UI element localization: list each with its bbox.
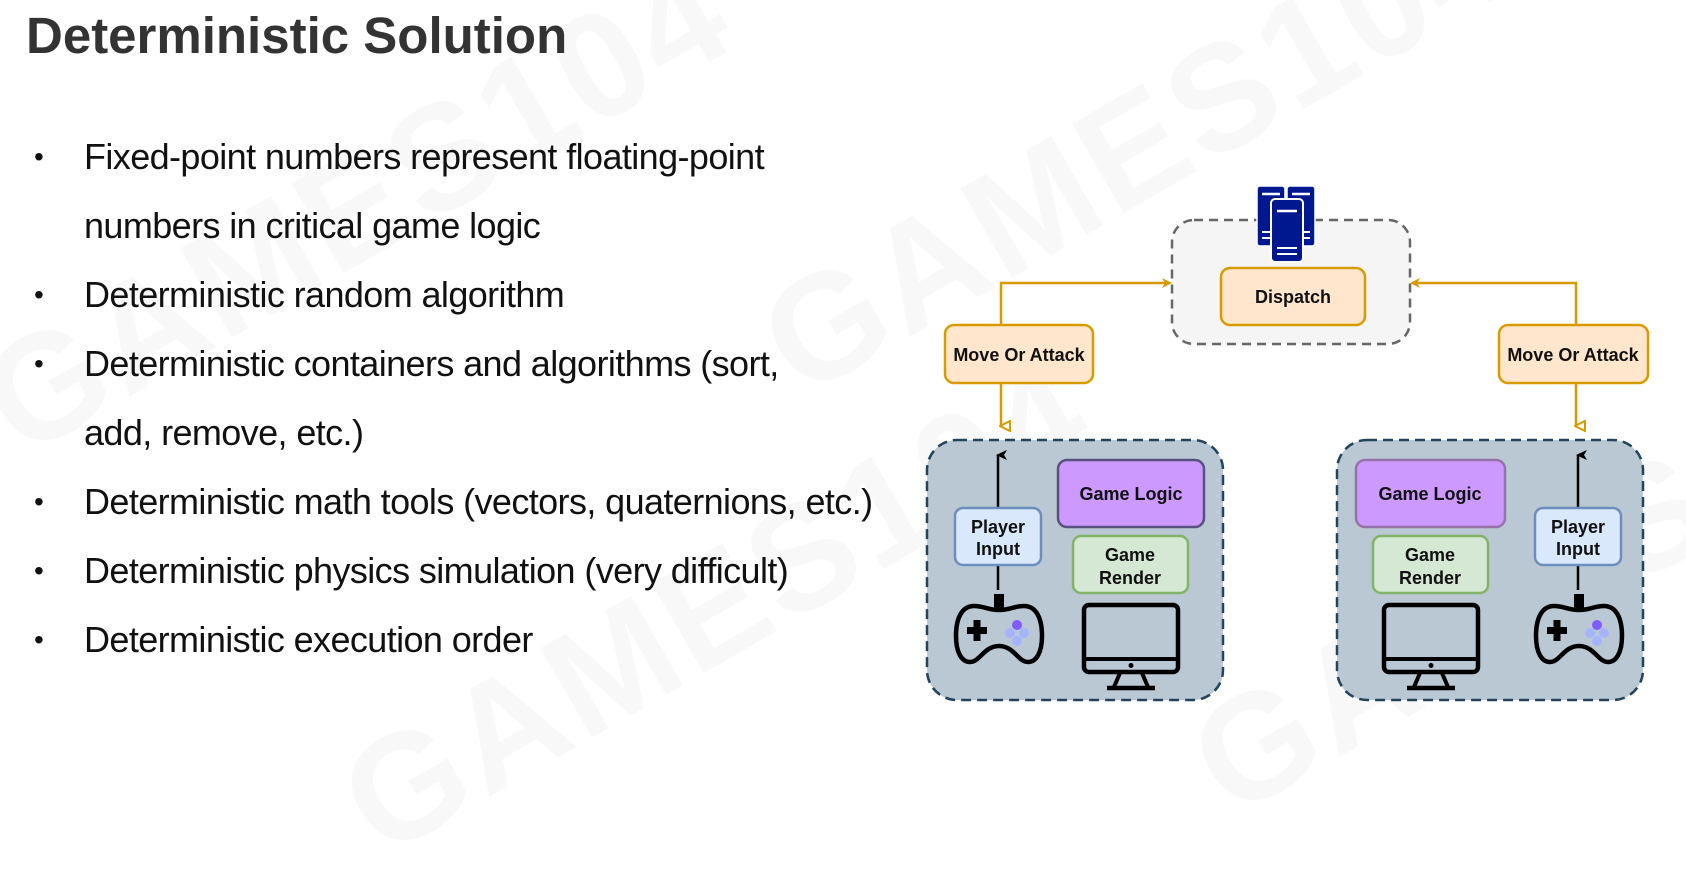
game-render-box-left <box>1071 534 1190 595</box>
game-logic-label-left: Game Logic <box>1079 484 1182 504</box>
move-or-attack-label-right: Move Or Attack <box>1507 345 1639 365</box>
gamepad-icon <box>1533 594 1625 665</box>
client-left: Player Input Game Logic Game Render <box>925 438 1225 702</box>
bullet-item: • Deterministic execution order <box>30 605 910 674</box>
bullet-text: Deterministic physics simulation (very d… <box>84 550 789 591</box>
game-logic-box-left <box>1056 458 1206 529</box>
bullet-text: Deterministic math tools (vectors, quate… <box>84 481 873 522</box>
bullet-list: • Fixed-point numbers represent floating-… <box>30 122 910 674</box>
dispatch-box: Dispatch <box>1219 266 1367 327</box>
network-diagram: Dispatch Move Or Attack Move Or Attack P… <box>925 185 1650 702</box>
client-right: Game Logic Game Render Player Input <box>1335 438 1645 702</box>
bullet-dot-icon: • <box>34 279 44 310</box>
game-render-label-right-2: Render <box>1399 568 1461 588</box>
left-command-flow: Move Or Attack <box>943 278 1172 426</box>
player-input-label-left: Player <box>971 517 1025 537</box>
right-command-flow: Move Or Attack <box>1410 278 1650 426</box>
dispatch-label: Dispatch <box>1255 287 1331 307</box>
bullet-text: Fixed-point numbers represent floating-p… <box>84 136 765 246</box>
server-icon <box>1256 185 1316 263</box>
bullet-item: • Deterministic containers and algorithms… <box>30 329 910 467</box>
bullet-item: • Fixed-point numbers represent floating-… <box>30 122 910 260</box>
monitor-icon <box>1081 602 1181 691</box>
game-render-box-right <box>1371 534 1490 595</box>
bullet-item: • Deterministic math tools (vectors, quat… <box>30 467 910 536</box>
slide-title: Deterministic Solution <box>26 7 568 64</box>
game-logic-label-right: Game Logic <box>1378 484 1481 504</box>
arrow-to-dispatch-left <box>999 278 1172 325</box>
bullet-text: Deterministic random algorithm <box>84 274 565 315</box>
bullet-dot-icon: • <box>34 624 44 655</box>
bullet-dot-icon: • <box>34 555 44 586</box>
arrow-to-dispatch-right <box>1410 278 1578 325</box>
player-input-box-left <box>953 506 1043 567</box>
monitor-icon <box>1381 602 1481 691</box>
gamepad-icon <box>953 594 1045 665</box>
bullet-dot-icon: • <box>34 348 44 379</box>
player-input-label-left-2: Input <box>976 539 1020 559</box>
move-or-attack-box-right <box>1497 323 1650 385</box>
bullet-dot-icon: • <box>34 486 44 517</box>
bullet-item: • Deterministic physics simulation (very … <box>30 536 910 605</box>
bullet-text: Deterministic execution order <box>84 619 533 660</box>
game-render-label-right: Game <box>1405 545 1455 565</box>
bullet-text: Deterministic containers and algorithms … <box>84 343 779 453</box>
game-logic-box-right <box>1354 458 1507 529</box>
game-render-label-left-2: Render <box>1099 568 1161 588</box>
move-or-attack-label-left: Move Or Attack <box>953 345 1085 365</box>
player-input-label-right-2: Input <box>1556 539 1600 559</box>
player-input-label-right: Player <box>1551 517 1605 537</box>
bullet-dot-icon: • <box>34 141 44 172</box>
player-input-box-right <box>1533 506 1623 567</box>
move-or-attack-box-left <box>943 323 1095 385</box>
bullet-item: • Deterministic random algorithm <box>30 260 910 329</box>
game-render-label-left: Game <box>1105 545 1155 565</box>
